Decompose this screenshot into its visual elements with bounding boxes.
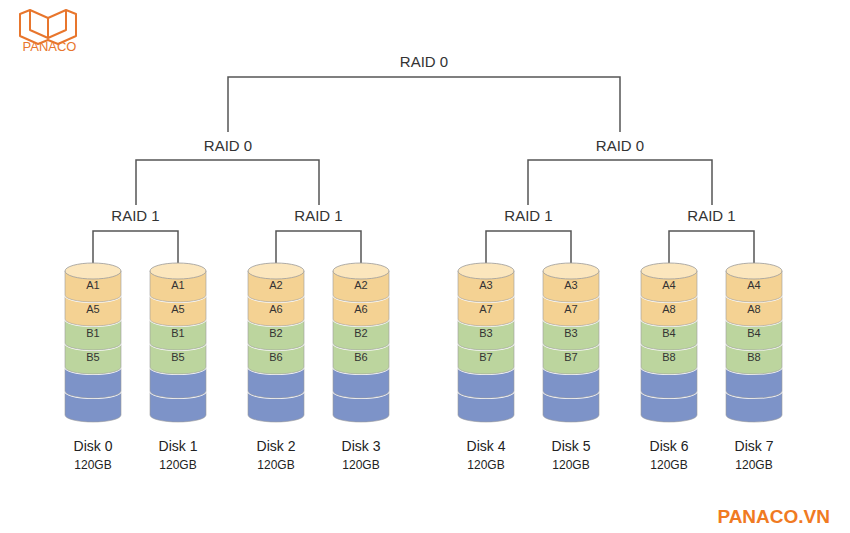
block-label: B5 [149, 345, 207, 369]
block-label: B3 [542, 321, 600, 345]
disk-node: A1A5B1B5Disk 1120GB [149, 262, 207, 422]
block-label: B6 [332, 345, 390, 369]
label-box: PANACO.VN [650, 506, 830, 528]
block-label: B6 [247, 345, 305, 369]
block-label: B5 [64, 345, 122, 369]
block-label: A5 [149, 297, 207, 321]
block-label: B7 [542, 345, 600, 369]
block-label: A4 [725, 273, 783, 297]
raid-level-label: RAID 1 [109, 207, 161, 224]
block-label: B2 [332, 321, 390, 345]
disk-name: Disk 1 [129, 438, 227, 454]
raid-level-label: RAID 0 [593, 137, 647, 154]
block-label: A2 [247, 273, 305, 297]
raid-level-label: RAID 0 [201, 137, 255, 154]
raid-level-label: RAID 1 [502, 207, 554, 224]
disk-top [333, 263, 389, 279]
brand-text: PANACO.VN [717, 506, 830, 527]
disk-name: Disk 7 [705, 438, 803, 454]
block-label: B2 [247, 321, 305, 345]
disk-capacity: 120GB [437, 458, 535, 472]
disk-capacity: 120GB [705, 458, 803, 472]
block-label: B1 [64, 321, 122, 345]
block-label: B1 [149, 321, 207, 345]
disk-top [726, 263, 782, 279]
label-box: PANACO [12, 37, 87, 55]
raid0-bracket [528, 160, 712, 205]
logo-icon [20, 10, 76, 44]
block-label: B3 [457, 321, 515, 345]
logo-book [30, 10, 66, 38]
raid-level-label: RAID 1 [292, 207, 344, 224]
block-label: B4 [640, 321, 698, 345]
disk-node: A2A6B2B6Disk 2120GB [247, 262, 305, 422]
disk-capacity: 120GB [522, 458, 620, 472]
block-label: A4 [640, 273, 698, 297]
block-label: A8 [725, 297, 783, 321]
block-label: A1 [64, 273, 122, 297]
raid-level-label: RAID 1 [685, 207, 737, 224]
disk-name: Disk 5 [522, 438, 620, 454]
disk-capacity: 120GB [312, 458, 410, 472]
block-label: B4 [725, 321, 783, 345]
block-label: A3 [457, 273, 515, 297]
block-label: A6 [332, 297, 390, 321]
block-label: A2 [332, 273, 390, 297]
disk-capacity: 120GB [44, 458, 142, 472]
disk-name: Disk 2 [227, 438, 325, 454]
disk-node: A3A7B3B7Disk 4120GB [457, 262, 515, 422]
raid1-connector [93, 231, 178, 263]
disk-capacity: 120GB [227, 458, 325, 472]
block-label: B7 [457, 345, 515, 369]
block-label: A6 [247, 297, 305, 321]
block-label: A5 [64, 297, 122, 321]
disk-node: A1A5B1B5Disk 0120GB [64, 262, 122, 422]
disk-node: A3A7B3B7Disk 5120GB [542, 262, 600, 422]
disk-top [248, 263, 304, 279]
block-label: A7 [542, 297, 600, 321]
raid-level-label: RAID 0 [397, 53, 451, 70]
top-raid0-bracket [228, 77, 620, 132]
disk-top [543, 263, 599, 279]
logo-outline [20, 10, 76, 44]
label-box: RAID 0 [374, 53, 474, 71]
block-label: A1 [149, 273, 207, 297]
disk-node: A4A8B4B8Disk 6120GB [640, 262, 698, 422]
block-label: A3 [542, 273, 600, 297]
raid1-connector [669, 231, 754, 263]
raid1-connector [486, 231, 571, 263]
raid0-bracket [136, 160, 319, 205]
block-label: A7 [457, 297, 515, 321]
raid0-brackets [136, 77, 712, 205]
disk-name: Disk 0 [44, 438, 142, 454]
block-label: B8 [725, 345, 783, 369]
disk-top [458, 263, 514, 279]
disk-name: Disk 4 [437, 438, 535, 454]
label-box: RAID 0 [178, 137, 278, 155]
logo-spine [47, 18, 49, 38]
disk-capacity: 120GB [620, 458, 718, 472]
disk-top [641, 263, 697, 279]
label-box: RAID 0 [570, 137, 670, 155]
block-label: B8 [640, 345, 698, 369]
raid1-connector [276, 231, 361, 263]
disk-top [150, 263, 206, 279]
block-label: A8 [640, 297, 698, 321]
brand-text: PANACO [23, 39, 77, 54]
disk-node: A4A8B4B8Disk 7120GB [725, 262, 783, 422]
disk-name: Disk 6 [620, 438, 718, 454]
disk-capacity: 120GB [129, 458, 227, 472]
disk-name: Disk 3 [312, 438, 410, 454]
disk-node: A2A6B2B6Disk 3120GB [332, 262, 390, 422]
disk-top [65, 263, 121, 279]
